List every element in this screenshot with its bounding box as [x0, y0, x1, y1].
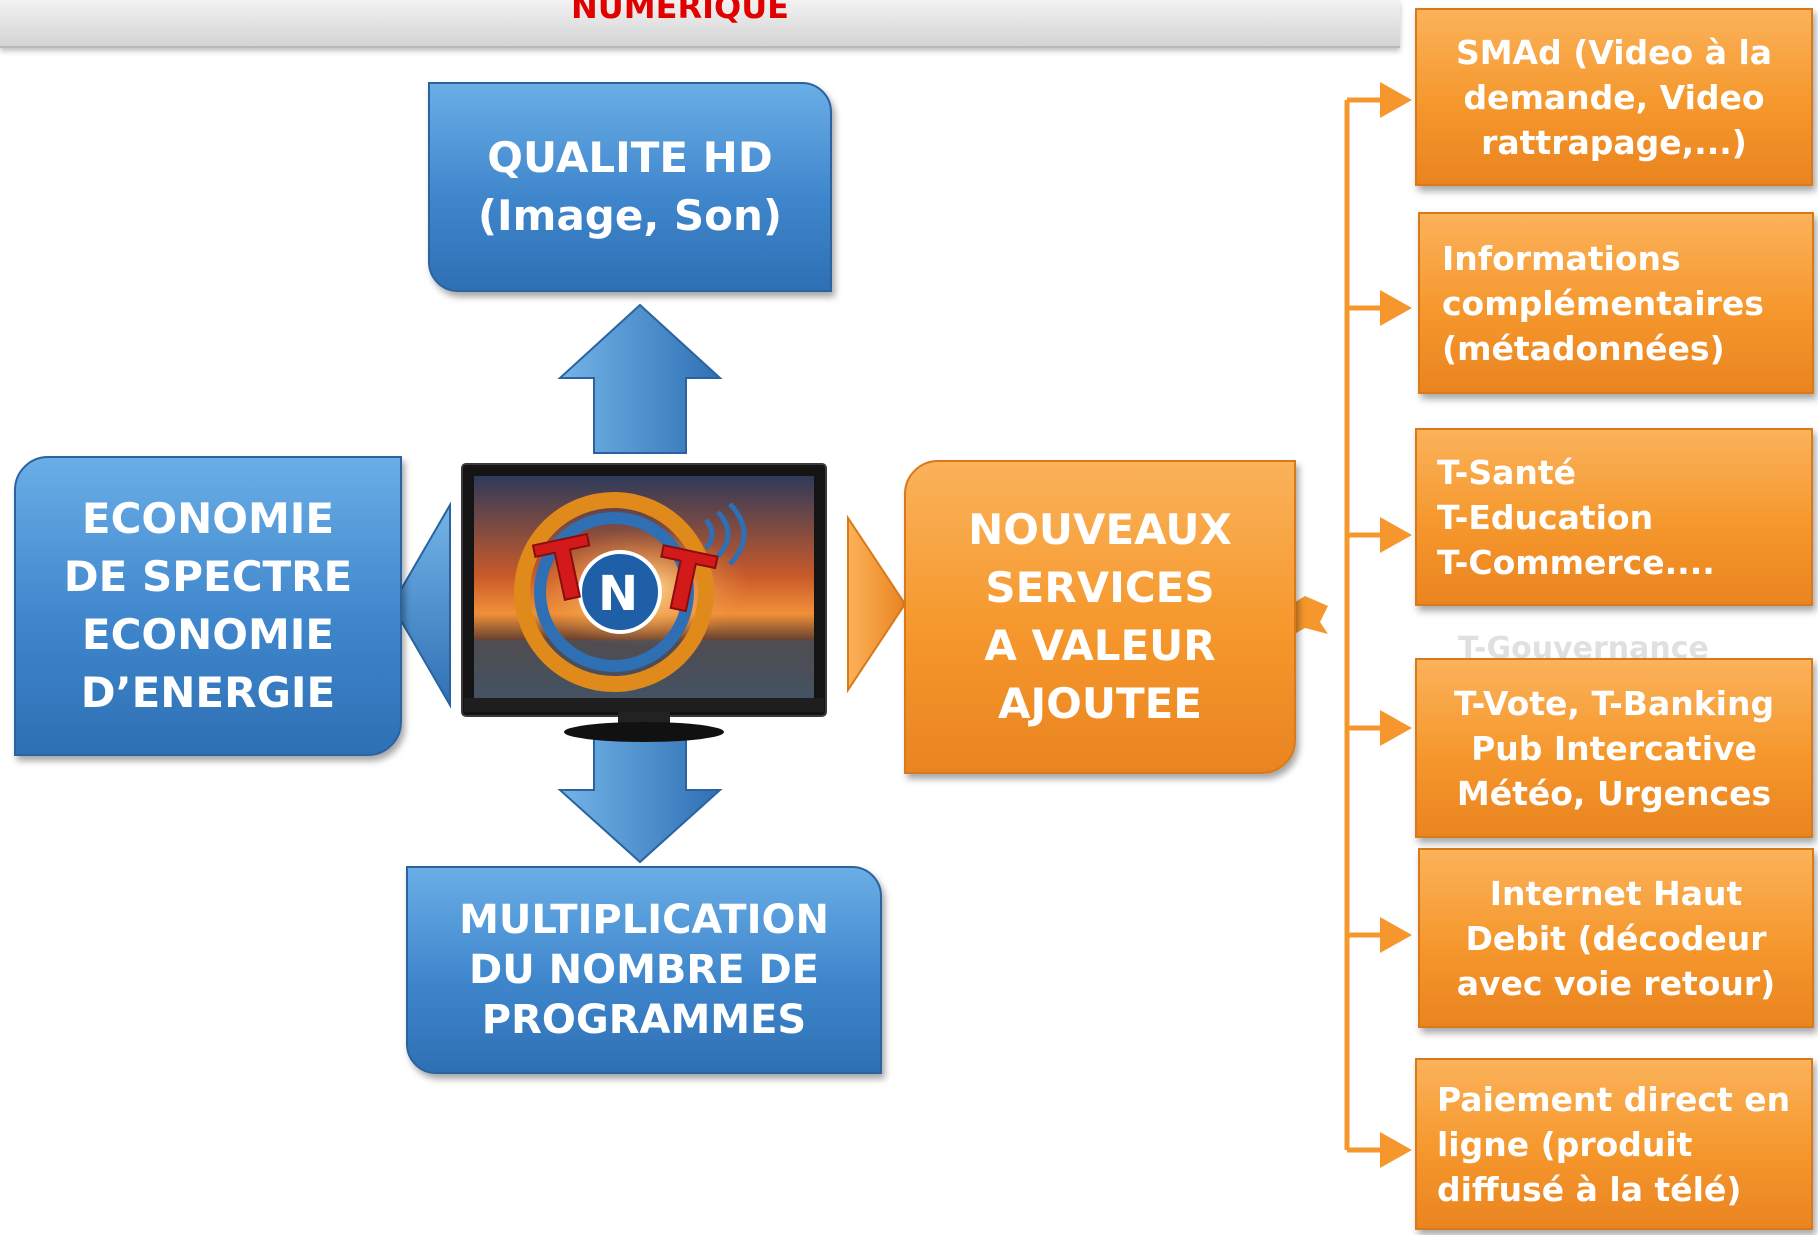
service-vote-banking-box: T-Vote, T-Banking Pub Intercative Météo,… [1415, 658, 1813, 838]
page-title: NUMERIQUE [570, 0, 790, 26]
hd-quality-box: QUALITE HD (Image, Son) [428, 82, 832, 292]
service-internet-line-3: avec voie retour) [1456, 963, 1776, 1003]
service-payment-box: Paiement direct en ligne (produit diffus… [1415, 1058, 1813, 1230]
service-internet-box: Internet Haut Debit (décodeur avec voie … [1418, 848, 1814, 1028]
spectrum-line-3: ECONOMIE [81, 610, 335, 659]
service-vod-box: SMAd (Video à la demande, Video rattrapa… [1415, 8, 1813, 186]
tnt-logo-icon: T N T [514, 492, 747, 692]
programs-line-1: MULTIPLICATION [459, 897, 829, 943]
service-t-line-3: T-Commerce.... [1437, 542, 1715, 582]
left-arrow-icon [390, 501, 451, 709]
title-bar: NUMERIQUE [0, 0, 1400, 48]
service-vod-line-3: rattrapage,...) [1481, 122, 1747, 162]
service-vote-line-3: Météo, Urgences [1456, 773, 1772, 813]
services-line-2: SERVICES [985, 563, 1215, 612]
spectrum-line-2: DE SPECTRE [63, 552, 353, 601]
programs-line-2: DU NOMBRE DE [469, 947, 819, 993]
services-connector [1344, 97, 1390, 1153]
services-line-1: NOUVEAUX [968, 505, 1232, 554]
service-payment-line-1: Paiement direct en [1437, 1079, 1791, 1119]
program-multiplication-box: MULTIPLICATION DU NOMBRE DE PROGRAMMES [406, 866, 882, 1074]
spectrum-line-1: ECONOMIE [81, 494, 335, 543]
service-vod-line-2: demande, Video [1463, 77, 1765, 117]
hd-quality-line-1: QUALITE HD [487, 133, 773, 182]
service-vote-line-2: Pub Intercative [1471, 728, 1757, 768]
service-internet-line-1: Internet Haut [1489, 873, 1743, 913]
service-internet-line-2: Debit (décodeur [1465, 918, 1767, 958]
spectrum-energy-box: ECONOMIE DE SPECTRE ECONOMIE D’ENERGIE [14, 456, 402, 756]
hd-quality-line-2: (Image, Son) [477, 191, 783, 240]
spectrum-line-4: D’ENERGIE [80, 668, 336, 717]
service-metadata-line-2: complémentaires [1442, 283, 1764, 323]
service-metadata-line-3: (métadonnées) [1442, 328, 1725, 368]
service-t-line-1: T-Santé [1437, 452, 1577, 492]
value-added-services-box: NOUVEAUX SERVICES A VALEUR AJOUTEE [904, 460, 1296, 774]
connector-arrowheads [1380, 82, 1412, 1168]
right-arrow-icon [847, 514, 907, 694]
services-line-4: AJOUTEE [998, 679, 1202, 728]
service-payment-line-3: diffusé à la télé) [1437, 1169, 1742, 1209]
services-line-3: A VALEUR [984, 621, 1216, 670]
programs-line-3: PROGRAMMES [481, 997, 807, 1043]
service-vote-line-1: T-Vote, T-Banking [1453, 683, 1775, 723]
service-metadata-box: Informations complémentaires (métadonnée… [1418, 212, 1814, 394]
up-arrow-icon [557, 303, 723, 454]
down-arrow-icon [557, 725, 723, 864]
service-t-line-2: T-Education [1437, 497, 1654, 537]
service-payment-line-2: ligne (produit [1437, 1124, 1693, 1164]
service-vod-line-1: SMAd (Video à la [1455, 32, 1773, 72]
service-metadata-line-1: Informations [1442, 238, 1681, 278]
service-t-services-box: T-Santé T-Education T-Commerce.... [1415, 428, 1813, 606]
svg-text:N: N [598, 566, 638, 622]
